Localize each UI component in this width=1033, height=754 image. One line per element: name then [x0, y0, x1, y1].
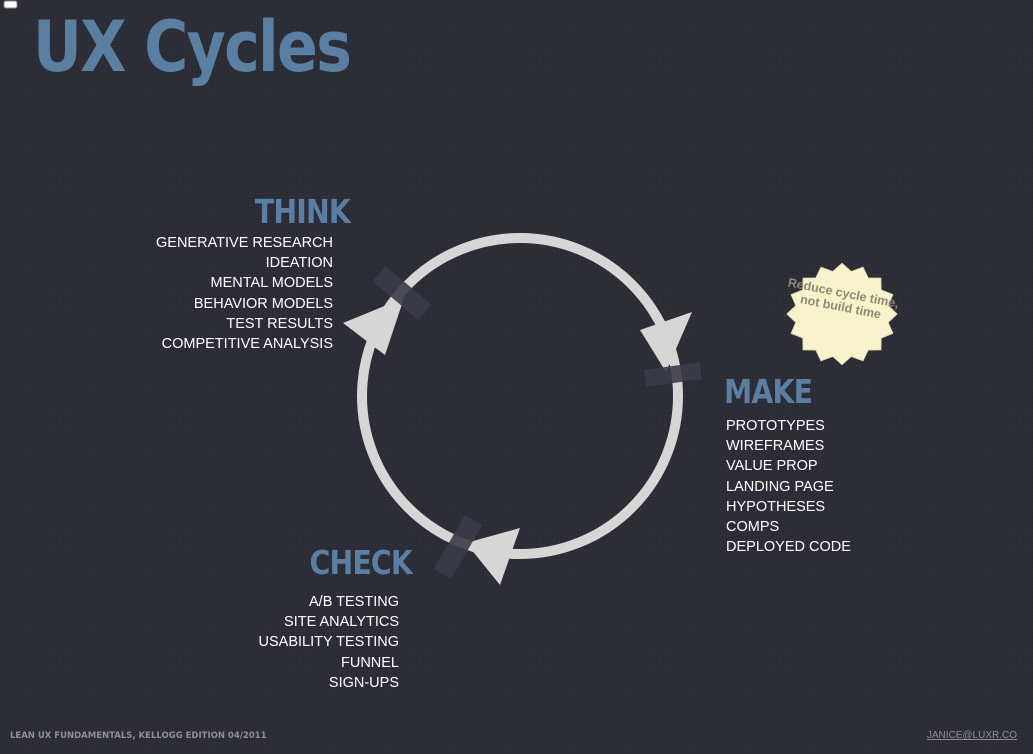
list-item: MENTAL MODELS: [210, 275, 333, 292]
tape-make: [644, 362, 702, 387]
tape-check: [433, 515, 483, 579]
arrow-to-think: [343, 298, 404, 355]
list-item: DEPLOYED CODE: [726, 539, 851, 556]
page-title: UX Cycles: [33, 6, 352, 88]
think-list: GENERATIVE RESEARCH IDEATION MENTAL MODE…: [156, 233, 333, 354]
list-item: USABILITY TESTING: [258, 634, 399, 651]
think-heading: THINK: [254, 192, 351, 231]
list-item: VALUE PROP: [726, 458, 818, 475]
list-item: SITE ANALYTICS: [284, 614, 399, 631]
tape-think: [372, 266, 432, 320]
list-item: COMPETITIVE ANALYSIS: [161, 336, 333, 353]
cursor-icon: [3, 0, 18, 9]
list-item: HYPOTHESES: [726, 498, 826, 515]
list-item: FUNNEL: [340, 654, 399, 671]
arrow-to-check: [466, 528, 520, 585]
check-heading: CHECK: [309, 543, 413, 582]
cycle-ring: [357, 233, 683, 559]
list-item: WIREFRAMES: [726, 438, 825, 455]
list-item: PROTOTYPES: [726, 418, 825, 434]
list-item: TEST RESULTS: [226, 315, 333, 332]
list-item: BEHAVIOR MODELS: [193, 295, 333, 312]
make-heading: MAKE: [724, 372, 813, 411]
list-item: GENERATIVE RESEARCH: [156, 235, 333, 251]
list-item: A/B TESTING: [309, 594, 399, 610]
list-item: SIGN-UPS: [328, 674, 399, 691]
list-item: IDEATION: [265, 255, 333, 272]
list-item: COMPS: [726, 519, 780, 536]
starburst-badge: [786, 262, 898, 366]
footer-email-link[interactable]: JANICE@LUXR.CO: [926, 730, 1017, 741]
make-list: PROTOTYPES WIREFRAMES VALUE PROP LANDING…: [726, 416, 851, 557]
check-list: A/B TESTING SITE ANALYTICS USABILITY TES…: [259, 592, 399, 693]
list-item: LANDING PAGE: [726, 478, 834, 495]
footer-credit: LEAN UX FUNDAMENTALS, KELLOGG EDITION 04…: [10, 731, 267, 741]
arrow-to-make: [640, 312, 692, 372]
